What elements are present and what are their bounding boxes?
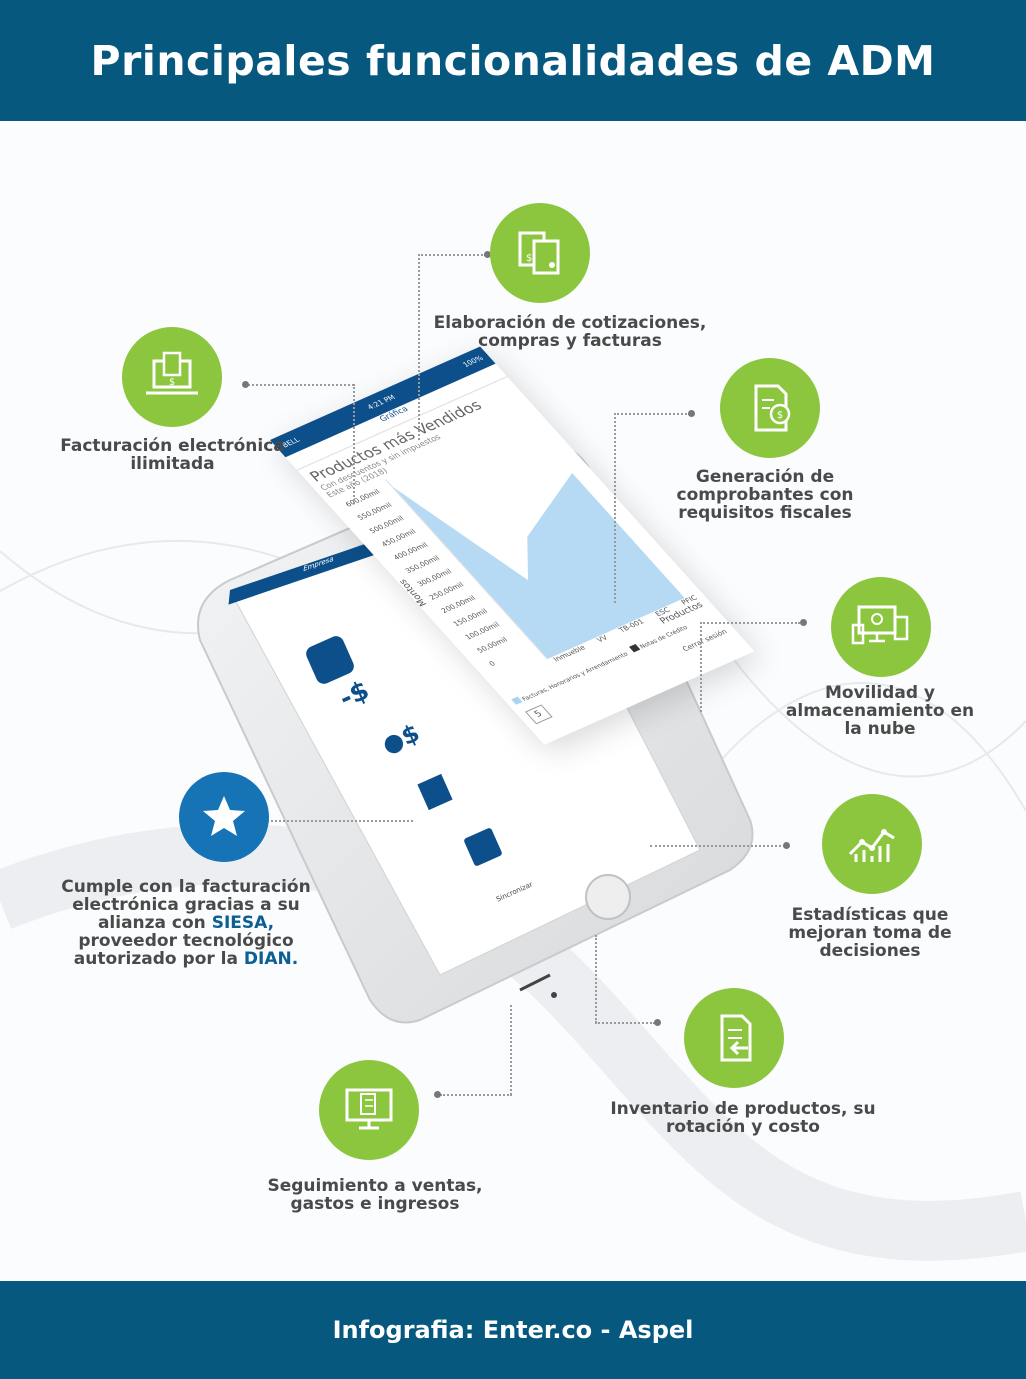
battery-label: 100% bbox=[461, 354, 486, 369]
feature-inventario: Inventario de productos, su rotación y c… bbox=[610, 1099, 876, 1137]
connector-dot bbox=[242, 381, 249, 388]
feature-facturacion: Facturación electrónica ilimitada bbox=[60, 436, 285, 474]
connector bbox=[595, 935, 597, 1023]
svg-text:$: $ bbox=[526, 253, 532, 264]
connector bbox=[263, 820, 413, 822]
connector-dot bbox=[434, 1091, 441, 1098]
svg-text:$: $ bbox=[777, 410, 783, 421]
connector bbox=[614, 413, 616, 603]
connector bbox=[248, 384, 354, 386]
page-footer: Infografia: Enter.co - Aspel bbox=[0, 1281, 1026, 1379]
siesa-highlight: SIESA, bbox=[211, 913, 275, 933]
receipt-icon: $ bbox=[720, 358, 820, 458]
invoice-laptop-icon: $ bbox=[122, 327, 222, 427]
feature-movilidad: Movilidad y almacenamiento en la nube bbox=[785, 683, 975, 739]
connector bbox=[700, 622, 702, 712]
connector bbox=[418, 254, 420, 440]
feature-estadisticas: Estadísticas que mejoran toma de decisio… bbox=[788, 905, 952, 961]
connector-dot bbox=[654, 1019, 661, 1026]
chart-plot bbox=[385, 411, 701, 660]
connector bbox=[440, 1094, 512, 1096]
connector bbox=[650, 845, 785, 847]
connector-dot bbox=[783, 842, 790, 849]
page-title: Principales funcionalidades de ADM bbox=[90, 36, 936, 85]
documents-icon: $ bbox=[490, 203, 590, 303]
footer-credit: Infografia: Enter.co - Aspel bbox=[332, 1316, 694, 1344]
feature-comprobantes: Generación de comprobantes con requisito… bbox=[676, 467, 854, 523]
connector-dot bbox=[688, 410, 695, 417]
devices-cloud-icon bbox=[831, 577, 931, 677]
count-box[interactable]: 5 bbox=[524, 704, 553, 725]
connector bbox=[353, 384, 355, 504]
svg-text:$: $ bbox=[169, 377, 175, 388]
inventory-icon bbox=[684, 988, 784, 1088]
connector bbox=[700, 622, 800, 624]
feature-seguimiento: Seguimiento a ventas, gastos e ingresos bbox=[267, 1176, 483, 1214]
connector bbox=[418, 254, 486, 256]
siesa-text-1: Cumple con la facturación electrónica gr… bbox=[61, 877, 311, 933]
monitor-document-icon bbox=[319, 1060, 419, 1160]
statistics-icon bbox=[822, 794, 922, 894]
page-header: Principales funcionalidades de ADM bbox=[0, 0, 1026, 121]
connector-dot bbox=[800, 619, 807, 626]
feature-cotizaciones: Elaboración de cotizaciones, compras y f… bbox=[433, 313, 707, 351]
connector bbox=[510, 1005, 512, 1095]
dian-highlight: DIAN. bbox=[243, 949, 299, 969]
chart-screen: BELL 4:21 PM 100% Gráfica Productos más … bbox=[270, 346, 755, 745]
star-icon bbox=[179, 772, 269, 862]
connector bbox=[595, 1022, 655, 1024]
connector-dot bbox=[484, 251, 491, 258]
siesa-note: Cumple con la facturación electrónica gr… bbox=[55, 878, 317, 968]
siesa-text-2: proveedor tecnológico autorizado por la bbox=[73, 931, 294, 969]
connector bbox=[614, 413, 690, 415]
